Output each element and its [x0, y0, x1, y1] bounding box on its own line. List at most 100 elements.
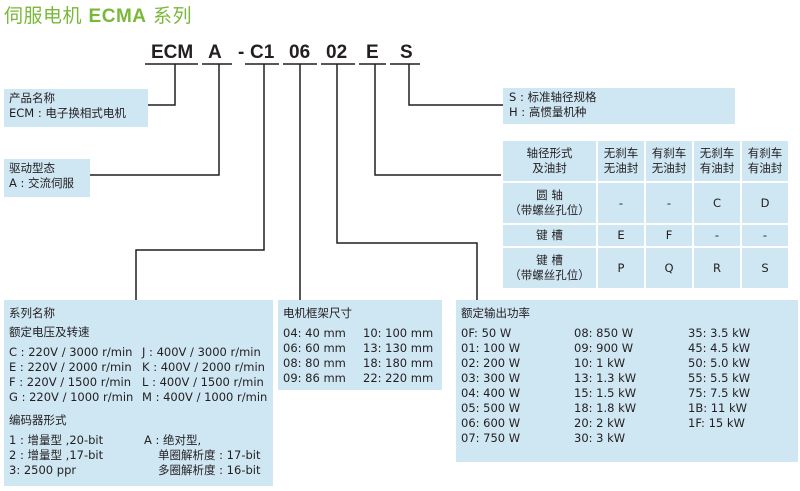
product-name-heading: 产品名称: [9, 91, 55, 105]
drive-type-heading: 驱动型态: [9, 161, 55, 175]
code-segment-power: 02: [326, 42, 348, 63]
rated-power-box: 额定输出功率 0F: 50 W 01: 100 W 02: 200 W 03: …: [456, 300, 798, 462]
frame-heading: 电机框架尺寸: [283, 306, 352, 320]
power-item: 75: 7.5 kW: [688, 386, 751, 400]
shaft-cell: D: [740, 181, 790, 225]
power-item: 1B: 11 kW: [688, 401, 748, 415]
encoder-item: 单圈解析度 : 17-bit: [158, 448, 261, 462]
power-item: 0F: 50 W: [461, 326, 512, 340]
rating-item: J : 400V / 3000 r/min: [142, 345, 261, 359]
power-item: 09: 900 W: [574, 341, 634, 355]
shaft-cell: C: [692, 181, 742, 225]
power-item: 10: 1 kW: [574, 356, 626, 370]
power-item: 04: 400 W: [461, 386, 521, 400]
inertia-box: S : 标准轴径规格 H : 高惯量机种: [503, 88, 735, 124]
frame-item: 13: 130 mm: [363, 341, 434, 355]
code-segment-drive: A: [208, 42, 222, 63]
power-item: 45: 4.5 kW: [688, 341, 751, 355]
product-name-value: ECM : 电子换相式电机: [9, 106, 126, 120]
power-item: 03: 300 W: [461, 371, 521, 385]
power-item: 15: 1.5 kW: [574, 386, 637, 400]
rating-item: G : 220V / 1000 r/min: [9, 390, 134, 404]
frame-size-box: 电机框架尺寸 04: 40 mm 06: 60 mm 08: 80 mm 09:…: [278, 300, 442, 390]
frame-item: 06: 60 mm: [283, 341, 346, 355]
power-item: 13: 1.3 kW: [574, 371, 637, 385]
power-heading: 额定输出功率: [461, 306, 530, 320]
shaft-cell: S: [740, 246, 790, 290]
frame-item: 04: 40 mm: [283, 326, 346, 340]
drive-type-box: 驱动型态 A : 交流伺服: [4, 159, 90, 197]
encoder-item: 2 : 增量型 ,17-bit: [9, 448, 104, 462]
code-segment-shaft: E: [366, 42, 379, 63]
frame-item: 08: 80 mm: [283, 356, 346, 370]
page-title: 伺服电机 ECMA 系列: [4, 1, 192, 28]
shaft-table-row: 键 槽 E F - -: [501, 223, 790, 248]
rating-item: L : 400V / 1500 r/min: [142, 375, 264, 389]
inertia-line-1: S : 标准轴径规格: [509, 90, 597, 104]
rating-item: F : 220V / 1500 r/min: [9, 375, 132, 389]
title-suffix: 系列: [146, 5, 193, 27]
rating-item: K : 400V / 2000 r/min: [142, 360, 265, 374]
code-segment-series: C1: [250, 42, 275, 63]
shaft-cell: R: [692, 246, 742, 290]
shaft-cell: -: [596, 181, 646, 225]
shaft-row-label: 键 槽: [501, 223, 598, 248]
power-item: 02: 200 W: [461, 356, 521, 370]
code-segment-frame: 06: [289, 42, 311, 63]
encoder-item: 多圈解析度 : 16-bit: [158, 463, 261, 477]
shaft-column-header: 有刹车无油封: [644, 139, 694, 183]
drive-type-value: A : 交流伺服: [9, 176, 75, 190]
shaft-table-header-row: 轴径形式及油封 无刹车无油封 有刹车无油封 无刹车有油封 有刹车有油封: [501, 139, 790, 183]
power-item: 35: 3.5 kW: [688, 326, 751, 340]
title-model: ECMA: [88, 6, 147, 27]
power-item: 06: 600 W: [461, 416, 521, 430]
power-item: 1F: 15 kW: [688, 416, 745, 430]
shaft-header-label: 轴径形式及油封: [501, 139, 598, 183]
series-heading: 系列名称: [9, 306, 55, 320]
encoder-item: 1 : 增量型 ,20-bit: [9, 433, 104, 447]
frame-item: 22: 220 mm: [363, 371, 434, 385]
frame-item: 18: 180 mm: [363, 356, 434, 370]
title-prefix: 伺服电机: [4, 5, 89, 27]
shaft-type-table: 轴径形式及油封 无刹车无油封 有刹车无油封 无刹车有油封 有刹车有油封 圆 轴（…: [501, 139, 790, 290]
encoder-item: A : 绝对型,: [144, 433, 202, 447]
rating-item: C : 220V / 3000 r/min: [9, 345, 133, 359]
frame-item: 09: 86 mm: [283, 371, 346, 385]
power-item: 30: 3 kW: [574, 431, 626, 445]
encoder-item: 3: 2500 ppr: [9, 463, 77, 477]
shaft-cell: Q: [644, 246, 694, 290]
power-item: 50: 5.0 kW: [688, 356, 751, 370]
shaft-cell: P: [596, 246, 646, 290]
frame-item: 10: 100 mm: [363, 326, 434, 340]
shaft-column-header: 有刹车有油封: [740, 139, 790, 183]
encoder-heading: 编码器形式: [9, 413, 67, 427]
code-segment-inertia: S: [400, 42, 413, 63]
shaft-column-header: 无刹车有油封: [692, 139, 742, 183]
power-item: 55: 5.5 kW: [688, 371, 751, 385]
shaft-cell: -: [740, 223, 790, 248]
shaft-column-header: 无刹车无油封: [596, 139, 646, 183]
shaft-cell: F: [644, 223, 694, 248]
shaft-row-label: 键 槽（带螺丝孔位）: [501, 246, 598, 290]
power-item: 08: 850 W: [574, 326, 634, 340]
shaft-cell: -: [692, 223, 742, 248]
shaft-row-label: 圆 轴（带螺丝孔位）: [501, 181, 598, 225]
inertia-line-2: H : 高惯量机种: [509, 105, 587, 119]
power-item: 20: 2 kW: [574, 416, 626, 430]
shaft-cell: E: [596, 223, 646, 248]
series-box: 系列名称 额定电压及转速 C : 220V / 3000 r/min E : 2…: [4, 300, 273, 486]
shaft-table-row: 圆 轴（带螺丝孔位） - - C D: [501, 181, 790, 225]
code-segment-dash: -: [238, 42, 245, 63]
power-item: 05: 500 W: [461, 401, 521, 415]
rating-heading: 额定电压及转速: [9, 325, 90, 339]
shaft-table-row: 键 槽（带螺丝孔位） P Q R S: [501, 246, 790, 290]
rating-item: E : 220V / 2000 r/min: [9, 360, 132, 374]
rating-item: M : 400V / 1000 r/min: [142, 390, 268, 404]
shaft-cell: -: [644, 181, 694, 225]
power-item: 01: 100 W: [461, 341, 521, 355]
code-segment-ecm: ECM: [151, 42, 194, 63]
product-name-box: 产品名称 ECM : 电子换相式电机: [4, 89, 148, 127]
power-item: 18: 1.8 kW: [574, 401, 637, 415]
power-item: 07: 750 W: [461, 431, 521, 445]
